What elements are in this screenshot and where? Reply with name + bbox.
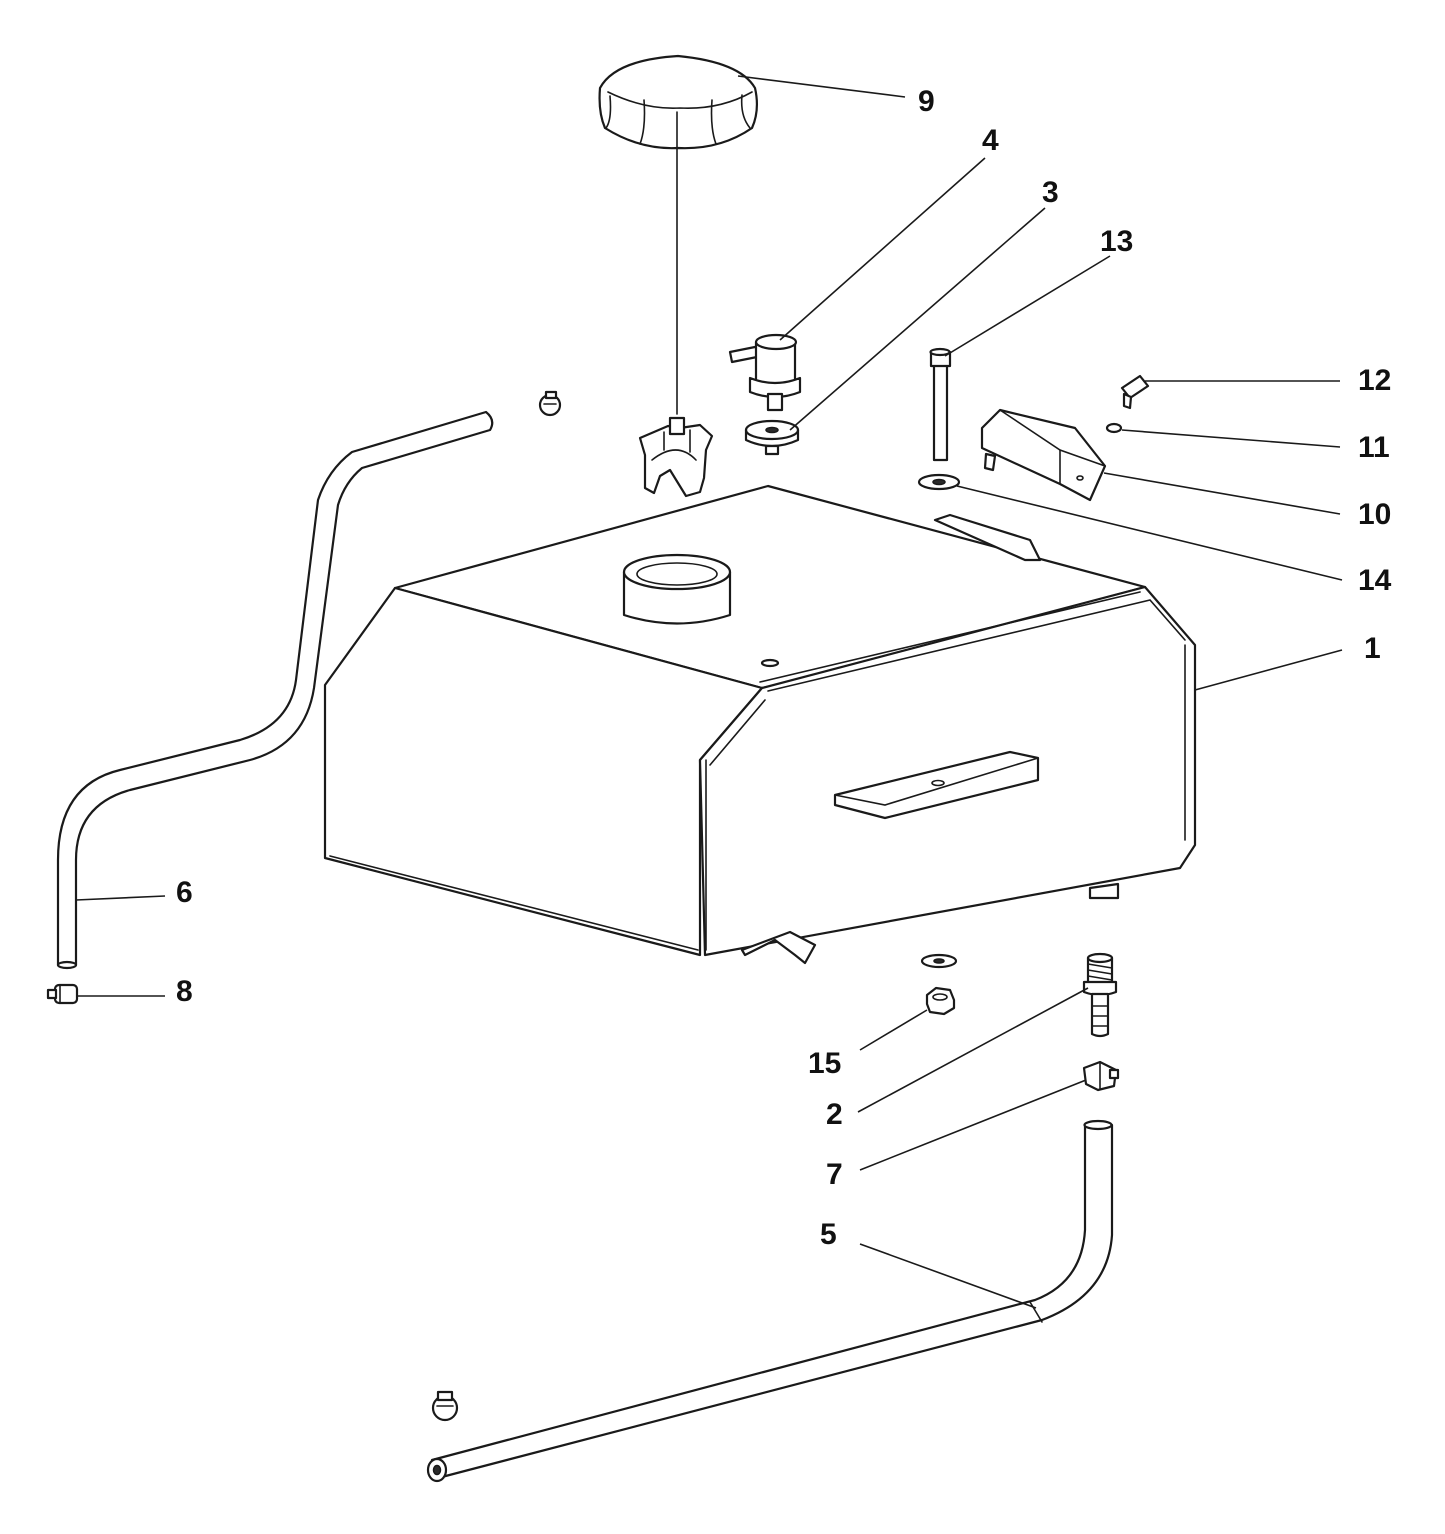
callout-10: 10 <box>1358 498 1391 531</box>
callout-14: 14 <box>1358 564 1392 597</box>
leader-10 <box>1103 472 1341 515</box>
callout-7: 7 <box>826 1158 843 1191</box>
hose-clip-part-8 <box>46 983 79 1005</box>
leader-15 <box>859 1009 928 1051</box>
hose-nipple-part-2 <box>1082 952 1118 1038</box>
callout-12: 12 <box>1358 364 1391 397</box>
callout-9: 9 <box>918 85 935 118</box>
leader-14 <box>956 485 1343 581</box>
hose-clip-part-7 <box>1082 1060 1120 1092</box>
leader-1 <box>1194 649 1343 691</box>
washer-lower <box>920 953 958 969</box>
filler-cap-part-9 <box>598 54 759 415</box>
hose-clip-lower <box>431 1390 459 1422</box>
screw-part-12 <box>1120 374 1150 410</box>
callout-3: 3 <box>1042 176 1059 209</box>
callout-2: 2 <box>826 1098 843 1131</box>
fuel-tank-part-1 <box>323 484 1197 965</box>
filler-neck <box>622 553 732 625</box>
leader-7 <box>859 1079 1087 1171</box>
leader-lines <box>75 75 1343 1309</box>
hose-part-5 <box>426 1119 1114 1483</box>
hose-part-6 <box>56 410 494 970</box>
leader-13 <box>944 255 1111 357</box>
callout-15: 15 <box>808 1047 841 1080</box>
fuel-filter-part-4 <box>728 333 802 412</box>
leader-4 <box>779 157 986 341</box>
grommet-part-3 <box>744 419 800 456</box>
long-bolt-part-13 <box>929 347 952 462</box>
callout-5: 5 <box>820 1218 837 1251</box>
washer-part-14 <box>917 473 961 491</box>
leader-11 <box>1121 429 1341 448</box>
callout-8: 8 <box>176 975 193 1008</box>
leader-2 <box>857 987 1089 1113</box>
hose-clip-upper <box>538 390 562 417</box>
cap-retainer-clip <box>638 416 714 498</box>
leader-3 <box>789 207 1046 431</box>
callout-13: 13 <box>1100 225 1133 258</box>
spring-washer-part-11 <box>1105 422 1123 434</box>
nut-part-15 <box>925 986 956 1016</box>
leader-5 <box>859 1243 1037 1309</box>
callout-11: 11 <box>1358 431 1390 464</box>
leader-9 <box>737 75 906 98</box>
callout-4: 4 <box>982 124 999 157</box>
leader-6 <box>75 895 166 901</box>
callout-1: 1 <box>1364 632 1381 665</box>
callout-6: 6 <box>176 876 193 909</box>
bracket-part-10 <box>980 408 1107 502</box>
callout-labels: 9 4 3 13 12 11 10 14 1 6 8 15 2 7 5 <box>176 85 1392 1251</box>
